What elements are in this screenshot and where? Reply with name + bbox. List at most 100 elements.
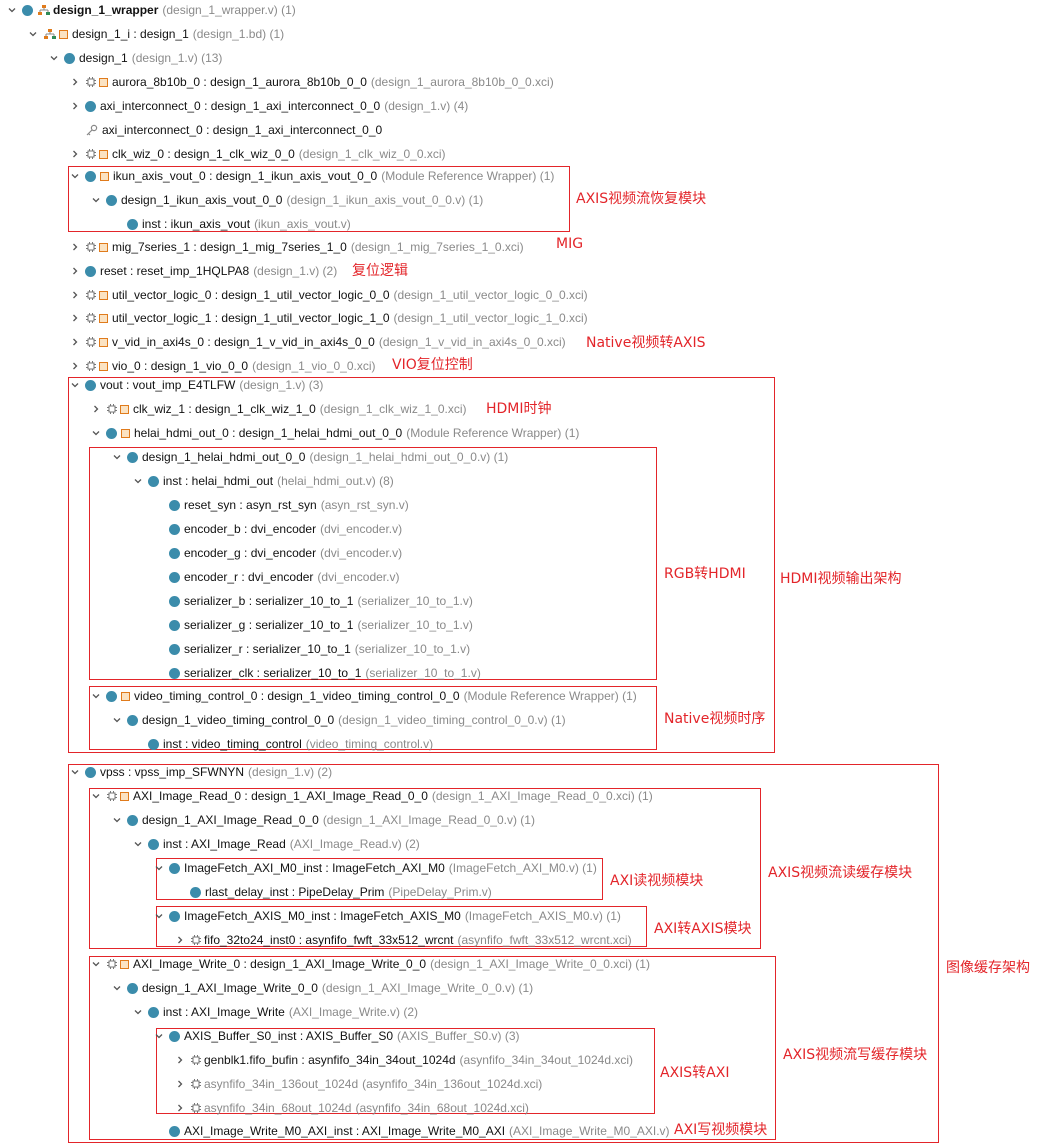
tree-row[interactable]: AXI_Image_Write_0 : design_1_AXI_Image_W… bbox=[90, 954, 650, 974]
chevron-down-icon[interactable] bbox=[153, 862, 165, 874]
tree-row[interactable]: rlast_delay_inst : PipeDelay_Prim(PipeDe… bbox=[174, 882, 492, 902]
chevron-down-icon[interactable] bbox=[90, 790, 102, 802]
tree-row[interactable]: design_1_AXI_Image_Read_0_0(design_1_AXI… bbox=[111, 810, 535, 830]
tree-row[interactable]: AXI_Image_Read_0 : design_1_AXI_Image_Re… bbox=[90, 786, 653, 806]
tree-row[interactable]: mig_7series_1 : design_1_mig_7series_1_0… bbox=[69, 237, 524, 257]
annotation-label: MIG bbox=[556, 236, 584, 252]
chevron-right-icon[interactable] bbox=[90, 403, 102, 415]
chevron-right-icon[interactable] bbox=[174, 1102, 186, 1114]
chevron-down-icon[interactable] bbox=[69, 170, 81, 182]
chevron-right-icon[interactable] bbox=[174, 934, 186, 946]
tree-row[interactable]: helai_hdmi_out_0 : design_1_helai_hdmi_o… bbox=[90, 423, 579, 443]
tree-row-name: encoder_b : dvi_encoder bbox=[184, 522, 317, 536]
chevron-right-icon[interactable] bbox=[69, 148, 81, 160]
chevron-down-icon[interactable] bbox=[111, 714, 123, 726]
tree-row[interactable]: design_1(design_1.v) (13) bbox=[48, 48, 222, 68]
chevron-right-icon[interactable] bbox=[69, 312, 81, 324]
tree-row-source: (Module Reference Wrapper) (1) bbox=[406, 426, 580, 440]
tree-row[interactable]: design_1_wrapper(design_1_wrapper.v) (1) bbox=[6, 0, 296, 20]
tree-row[interactable]: serializer_b : serializer_10_to_1(serial… bbox=[153, 591, 473, 611]
tree-row[interactable]: reset : reset_imp_1HQLPA8(design_1.v) (2… bbox=[69, 261, 337, 281]
tree-row[interactable]: vpss : vpss_imp_SFWNYN(design_1.v) (2) bbox=[69, 762, 332, 782]
chevron-down-icon[interactable] bbox=[153, 910, 165, 922]
chevron-down-icon[interactable] bbox=[132, 1006, 144, 1018]
chevron-down-icon[interactable] bbox=[132, 475, 144, 487]
chevron-down-icon[interactable] bbox=[69, 379, 81, 391]
chevron-down-icon[interactable] bbox=[153, 1030, 165, 1042]
chevron-right-icon[interactable] bbox=[174, 1054, 186, 1066]
tree-row[interactable]: ikun_axis_vout_0 : design_1_ikun_axis_vo… bbox=[69, 166, 554, 186]
key-icon bbox=[85, 124, 98, 136]
chevron-right-icon[interactable] bbox=[69, 360, 81, 372]
annotation-label: AXIS视频流写缓存模块 bbox=[783, 1047, 928, 1063]
tree-row[interactable]: asynfifo_34in_136out_1024d(asynfifo_34in… bbox=[174, 1074, 542, 1094]
tree-row[interactable]: clk_wiz_1 : design_1_clk_wiz_1_0(design_… bbox=[90, 399, 467, 419]
tree-row[interactable]: aurora_8b10b_0 : design_1_aurora_8b10b_0… bbox=[69, 72, 554, 92]
tree-row[interactable]: vout : vout_imp_E4TLFW(design_1.v) (3) bbox=[69, 375, 323, 395]
tree-row[interactable]: inst : video_timing_control(video_timing… bbox=[132, 734, 433, 754]
tree-row[interactable]: axi_interconnect_0 : design_1_axi_interc… bbox=[69, 120, 382, 140]
chevron-down-icon[interactable] bbox=[69, 766, 81, 778]
chevron-down-icon[interactable] bbox=[90, 690, 102, 702]
tree-row[interactable]: genblk1.fifo_bufin : asynfifo_34in_34out… bbox=[174, 1050, 633, 1070]
tree-row[interactable]: design_1_video_timing_control_0_0(design… bbox=[111, 710, 566, 730]
tree-row[interactable]: inst : ikun_axis_vout(ikun_axis_vout.v) bbox=[111, 214, 351, 234]
chevron-down-icon[interactable] bbox=[132, 838, 144, 850]
tree-row[interactable]: encoder_g : dvi_encoder(dvi_encoder.v) bbox=[153, 543, 402, 563]
tree-row[interactable]: serializer_g : serializer_10_to_1(serial… bbox=[153, 615, 473, 635]
tree-row[interactable]: util_vector_logic_0 : design_1_util_vect… bbox=[69, 285, 588, 305]
tree-row[interactable]: serializer_r : serializer_10_to_1(serial… bbox=[153, 639, 470, 659]
tree-row-source: (AXI_Image_Write_M0_AXI.v) bbox=[509, 1124, 670, 1138]
chevron-right-icon[interactable] bbox=[69, 100, 81, 112]
tree-row[interactable]: vio_0 : design_1_vio_0_0(design_1_vio_0_… bbox=[69, 356, 376, 376]
tree-row[interactable]: asynfifo_34in_68out_1024d(asynfifo_34in_… bbox=[174, 1098, 529, 1118]
tree-row-name: genblk1.fifo_bufin : asynfifo_34in_34out… bbox=[204, 1053, 456, 1067]
chevron-down-icon[interactable] bbox=[111, 982, 123, 994]
module-dot-icon bbox=[169, 643, 180, 655]
tree-row-name: reset : reset_imp_1HQLPA8 bbox=[100, 264, 250, 278]
tree-row[interactable]: encoder_r : dvi_encoder(dvi_encoder.v) bbox=[153, 567, 399, 587]
tree-row-source: (design_1_util_vector_logic_1_0.xci) bbox=[393, 311, 588, 325]
module-dot-icon bbox=[127, 982, 138, 994]
tree-row[interactable]: design_1_ikun_axis_vout_0_0(design_1_iku… bbox=[90, 190, 483, 210]
chevron-right-icon[interactable] bbox=[69, 76, 81, 88]
tree-row[interactable]: video_timing_control_0 : design_1_video_… bbox=[90, 686, 637, 706]
chevron-right-icon[interactable] bbox=[69, 289, 81, 301]
tree-row[interactable]: serializer_clk : serializer_10_to_1(seri… bbox=[153, 663, 481, 683]
tree-row-name: ImageFetch_AXI_M0_inst : ImageFetch_AXI_… bbox=[184, 861, 445, 875]
tree-row[interactable]: axi_interconnect_0 : design_1_axi_interc… bbox=[69, 96, 468, 116]
tree-row[interactable]: inst : AXI_Image_Write(AXI_Image_Write.v… bbox=[132, 1002, 418, 1022]
chevron-down-icon[interactable] bbox=[6, 4, 18, 16]
tree-row[interactable]: design_1_helai_hdmi_out_0_0(design_1_hel… bbox=[111, 447, 508, 467]
tree-row[interactable]: fifo_32to24_inst0 : asynfifo_fwft_33x512… bbox=[174, 930, 632, 950]
tree-row-name: v_vid_in_axi4s_0 : design_1_v_vid_in_axi… bbox=[112, 335, 375, 349]
chevron-right-icon[interactable] bbox=[174, 1078, 186, 1090]
tree-row[interactable]: inst : helai_hdmi_out(helai_hdmi_out.v) … bbox=[132, 471, 394, 491]
chevron-down-icon[interactable] bbox=[48, 52, 60, 64]
tree-row[interactable]: design_1_i : design_1(design_1.bd) (1) bbox=[27, 24, 284, 44]
chevron-down-icon[interactable] bbox=[90, 958, 102, 970]
chevron-down-icon[interactable] bbox=[90, 194, 102, 206]
tree-row[interactable]: AXIS_Buffer_S0_inst : AXIS_Buffer_S0(AXI… bbox=[153, 1026, 520, 1046]
chevron-right-icon[interactable] bbox=[69, 265, 81, 277]
tree-row[interactable]: design_1_AXI_Image_Write_0_0(design_1_AX… bbox=[111, 978, 533, 998]
tree-row[interactable]: ImageFetch_AXI_M0_inst : ImageFetch_AXI_… bbox=[153, 858, 597, 878]
chevron-down-icon[interactable] bbox=[111, 451, 123, 463]
chevron-down-icon[interactable] bbox=[90, 427, 102, 439]
tree-row[interactable]: v_vid_in_axi4s_0 : design_1_v_vid_in_axi… bbox=[69, 332, 566, 352]
tree-row-source: (asynfifo_fwft_33x512_wrcnt.xci) bbox=[457, 933, 632, 947]
chevron-right-icon[interactable] bbox=[69, 336, 81, 348]
tree-row[interactable]: reset_syn : asyn_rst_syn(asyn_rst_syn.v) bbox=[153, 495, 409, 515]
tree-row[interactable]: inst : AXI_Image_Read(AXI_Image_Read.v) … bbox=[132, 834, 420, 854]
tree-row[interactable]: ImageFetch_AXIS_M0_inst : ImageFetch_AXI… bbox=[153, 906, 621, 926]
chevron-down-icon[interactable] bbox=[111, 814, 123, 826]
tree-row[interactable]: util_vector_logic_1 : design_1_util_vect… bbox=[69, 308, 588, 328]
tree-row-name: serializer_clk : serializer_10_to_1 bbox=[184, 666, 362, 680]
chevron-right-icon[interactable] bbox=[69, 241, 81, 253]
tree-row[interactable]: AXI_Image_Write_M0_AXI_inst : AXI_Image_… bbox=[153, 1121, 670, 1141]
tree-row[interactable]: encoder_b : dvi_encoder(dvi_encoder.v) bbox=[153, 519, 402, 539]
chevron-down-icon[interactable] bbox=[27, 28, 39, 40]
tree-row[interactable]: clk_wiz_0 : design_1_clk_wiz_0_0(design_… bbox=[69, 144, 446, 164]
orange-square-icon bbox=[99, 337, 108, 347]
orange-square-icon bbox=[100, 171, 109, 181]
